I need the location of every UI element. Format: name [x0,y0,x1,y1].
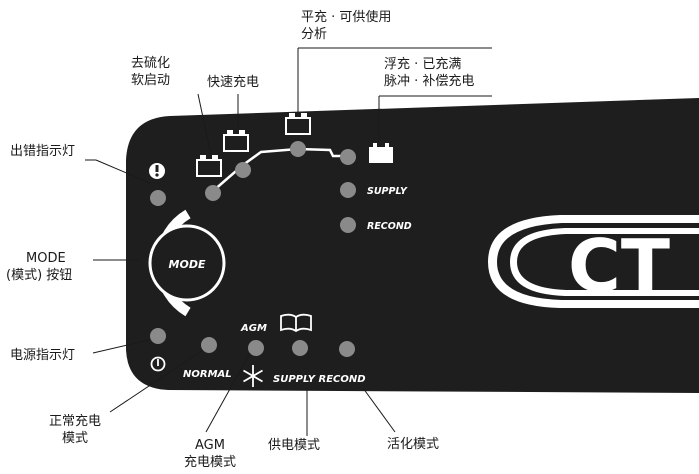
led-supply-status [340,182,356,198]
normal-label: NORMAL [183,369,232,380]
label-normal-mode: 正常充电 模式 [49,413,101,447]
label-error-light: 出错指示灯 [10,143,75,160]
label-desulphation: 去硫化 软启动 [131,55,170,89]
charger-panel [126,98,699,393]
led-float [340,149,356,165]
label-float-line1: 浮充 · 已充满 [384,57,462,72]
label-fast-charge: 快速充电 [207,74,259,91]
label-mode-line2: (模式) 按钮 [6,268,73,283]
battery-icon [285,113,311,135]
error-led [150,190,166,206]
brand-logo: CT [488,215,699,308]
battery-full-icon [369,143,393,163]
label-agm-mode-line2: 充电模式 [183,455,236,470]
supply-recond-label: SUPPLY RECOND [273,374,366,385]
label-recond-mode: 活化模式 [387,436,439,453]
led-desulphation [205,185,221,201]
label-fast-charge-text: 快速充电 [207,75,260,90]
power-icon [150,356,166,372]
label-desulphation-line2: 软启动 [131,73,171,88]
led-recond-mode [339,341,355,357]
label-error-light-text: 出错指示灯 [10,144,76,159]
battery-icon [196,155,222,177]
leader-lines [85,47,492,436]
led-normal-mode [201,337,217,353]
led-supply-mode [292,340,308,356]
power-led [150,328,166,344]
mode-button[interactable] [148,224,226,302]
snowflake-icon [243,365,263,387]
brand-text: CT [568,224,670,308]
label-balance-line1: 平充 · 可供使用 [301,10,392,25]
led-agm-mode [248,340,264,356]
label-normal-mode-line1: 正常充电 [49,414,102,429]
label-power-light: 电源指示灯 [10,347,75,364]
recond-status-label: RECOND [367,221,412,232]
book-icon [280,313,312,333]
label-mode-button: MODE (模式) 按钮 [6,250,72,284]
label-balance-line2: 分析 [301,27,328,42]
agm-label: AGM [240,323,267,334]
label-supply-mode: 供电模式 [268,437,320,454]
label-normal-mode-line2: 模式 [62,431,89,446]
label-supply-mode-text: 供电模式 [268,438,321,453]
battery-icon [223,130,249,152]
label-float: 浮充 · 已充满 脉冲 · 补偿充电 [384,56,474,90]
label-mode-line1: MODE [26,251,66,266]
led-analyse [290,141,306,157]
mode-button-label: MODE [169,258,206,271]
label-power-light-text: 电源指示灯 [10,348,76,363]
led-bulk [235,162,251,178]
led-recond-status [340,217,356,233]
label-float-line2: 脉冲 · 补偿充电 [384,74,475,89]
label-balance: 平充 · 可供使用 分析 [301,9,391,43]
label-recond-mode-text: 活化模式 [387,437,440,452]
label-desulphation-line1: 去硫化 [131,56,171,71]
label-agm-mode: AGM 充电模式 [175,437,245,471]
label-agm-mode-line1: AGM [195,438,225,453]
supply-status-label: SUPPLY [367,186,408,197]
exclamation-icon [149,163,165,179]
